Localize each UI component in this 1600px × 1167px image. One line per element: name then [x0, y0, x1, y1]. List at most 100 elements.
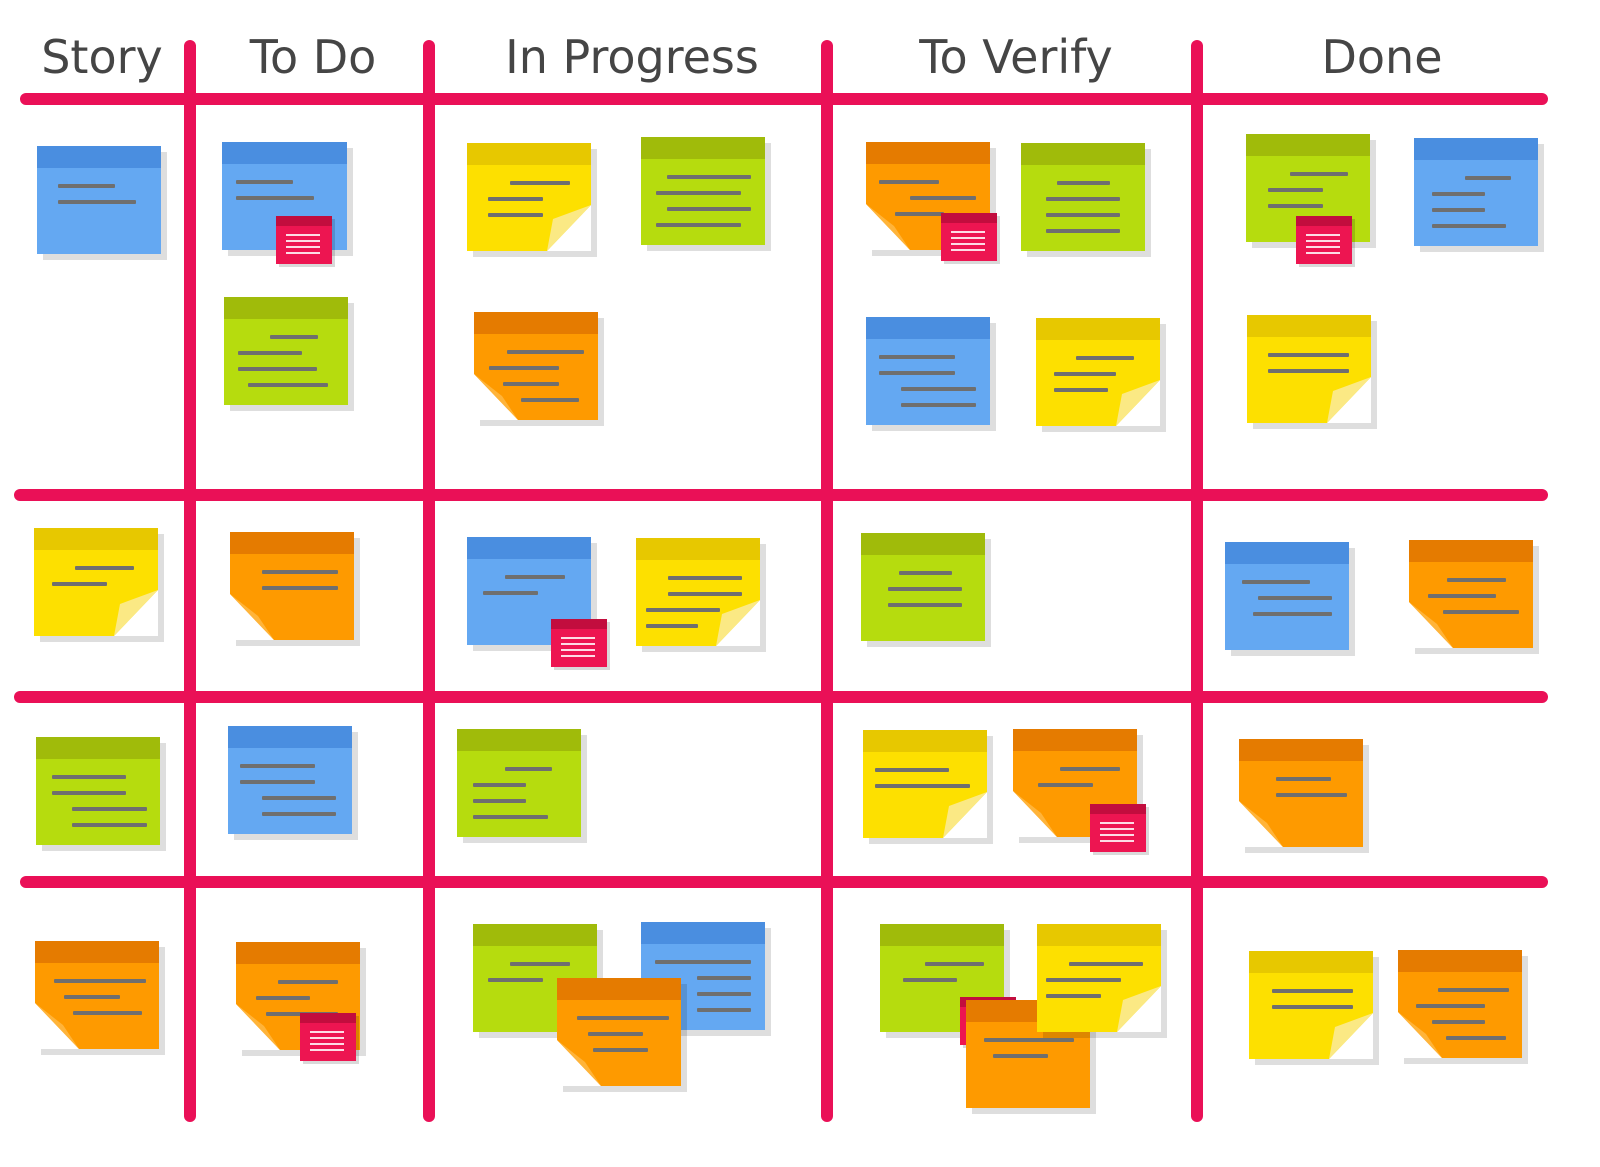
sticky-note-blue[interactable] [1225, 542, 1349, 650]
note-text-line [1446, 1036, 1506, 1040]
sticky-note-yellow[interactable] [636, 538, 760, 646]
note-text-line [52, 582, 107, 586]
column-header-done: Done [1321, 30, 1443, 84]
sticky-note-green[interactable] [224, 297, 348, 405]
note-text-line [697, 976, 751, 980]
sticky-note-blue[interactable] [866, 317, 990, 425]
blocker-tag-header [1296, 216, 1352, 226]
sticky-note-orange[interactable] [230, 532, 354, 640]
sticky-note-green[interactable] [641, 137, 765, 245]
sticky-note-green[interactable] [36, 737, 160, 845]
sticky-note-green[interactable] [457, 729, 581, 837]
note-text-line [1046, 994, 1101, 998]
note-text-line [901, 387, 976, 391]
sticky-note-yellow[interactable] [467, 143, 591, 251]
sticky-note-blue[interactable] [228, 726, 352, 834]
page-curl-icon [236, 1004, 280, 1050]
lane-divider [14, 691, 1548, 703]
page-curl-icon [114, 590, 158, 636]
note-text-line [1290, 172, 1348, 176]
page-curl-icon [547, 205, 591, 251]
note-text-line [1258, 596, 1332, 600]
note-text-line [505, 575, 565, 579]
page-curl-icon [943, 792, 987, 838]
sticky-note-yellow[interactable] [34, 528, 158, 636]
note-text-line [73, 1011, 142, 1015]
note-text-line [899, 571, 952, 575]
tag-text-line [561, 649, 595, 651]
note-text-line [473, 815, 548, 819]
tag-text-line [286, 252, 320, 254]
sticky-note-green[interactable] [861, 533, 985, 641]
blocker-tag[interactable] [276, 216, 332, 264]
lane-divider [14, 489, 1548, 501]
note-text-line [248, 383, 328, 387]
tag-text-line [1100, 822, 1134, 824]
page-curl-icon [866, 204, 910, 250]
note-text-line [1046, 197, 1120, 201]
blocker-tag[interactable] [1090, 804, 1146, 852]
blocker-tag[interactable] [941, 213, 997, 261]
note-text-line [1057, 181, 1110, 185]
note-text-line [238, 367, 317, 371]
sticky-note-header [861, 533, 985, 555]
sticky-note-yellow[interactable] [1249, 951, 1373, 1059]
note-text-line [879, 355, 955, 359]
sticky-note-blue[interactable] [641, 922, 765, 1030]
sticky-note-blue[interactable] [467, 537, 591, 645]
sticky-note-orange[interactable] [1409, 540, 1533, 648]
sticky-note-orange[interactable] [1239, 739, 1363, 847]
blocker-tag[interactable] [551, 619, 607, 667]
sticky-note-yellow[interactable] [1247, 315, 1371, 423]
note-text-line [1268, 188, 1323, 192]
sticky-note-header [1225, 542, 1349, 564]
note-text-line [262, 812, 336, 816]
note-text-line [656, 191, 741, 195]
sticky-note-yellow[interactable] [1036, 318, 1160, 426]
note-text-line [473, 783, 526, 787]
sticky-note-yellow[interactable] [1037, 924, 1161, 1032]
note-text-line [646, 624, 698, 628]
blocker-tag[interactable] [300, 1013, 356, 1061]
note-text-line [1038, 783, 1093, 787]
column-header-to-do: To Do [249, 30, 377, 84]
sticky-note-header [474, 312, 598, 334]
sticky-note-header [641, 137, 765, 159]
sticky-note-header [863, 730, 987, 752]
column-header-story: Story [41, 30, 163, 84]
sticky-note-green[interactable] [1021, 143, 1145, 251]
sticky-note-header [230, 532, 354, 554]
blocker-tag-header [300, 1013, 356, 1023]
tag-text-line [310, 1049, 344, 1051]
note-text-line [262, 570, 338, 574]
note-text-line [483, 591, 538, 595]
blocker-tag[interactable] [1296, 216, 1352, 264]
note-text-line [262, 796, 336, 800]
note-text-line [1428, 594, 1496, 598]
sticky-note-orange[interactable] [474, 312, 598, 420]
sticky-note-header [1246, 134, 1370, 156]
lane-divider [20, 876, 1548, 888]
note-text-line [240, 764, 315, 768]
note-text-line [1054, 372, 1116, 376]
sticky-note-orange[interactable] [557, 978, 681, 1086]
sticky-note-orange[interactable] [1398, 950, 1522, 1058]
note-text-line [668, 576, 742, 580]
tag-text-line [1100, 840, 1134, 842]
sticky-note-blue[interactable] [37, 146, 161, 254]
note-text-line [577, 1016, 669, 1020]
note-text-line [1276, 793, 1347, 797]
tag-text-line [310, 1037, 344, 1039]
sticky-note-yellow[interactable] [863, 730, 987, 838]
sticky-note-header [36, 737, 160, 759]
note-text-line [1432, 208, 1485, 212]
sticky-note-orange[interactable] [35, 941, 159, 1049]
sticky-note-blue[interactable] [1414, 138, 1538, 246]
blocker-tag-header [276, 216, 332, 226]
tag-text-line [286, 234, 320, 236]
tag-text-line [951, 243, 985, 245]
note-text-line [1046, 978, 1121, 982]
sticky-note-header [222, 142, 347, 164]
blocker-tag-header [1090, 804, 1146, 814]
note-text-line [1069, 962, 1143, 966]
